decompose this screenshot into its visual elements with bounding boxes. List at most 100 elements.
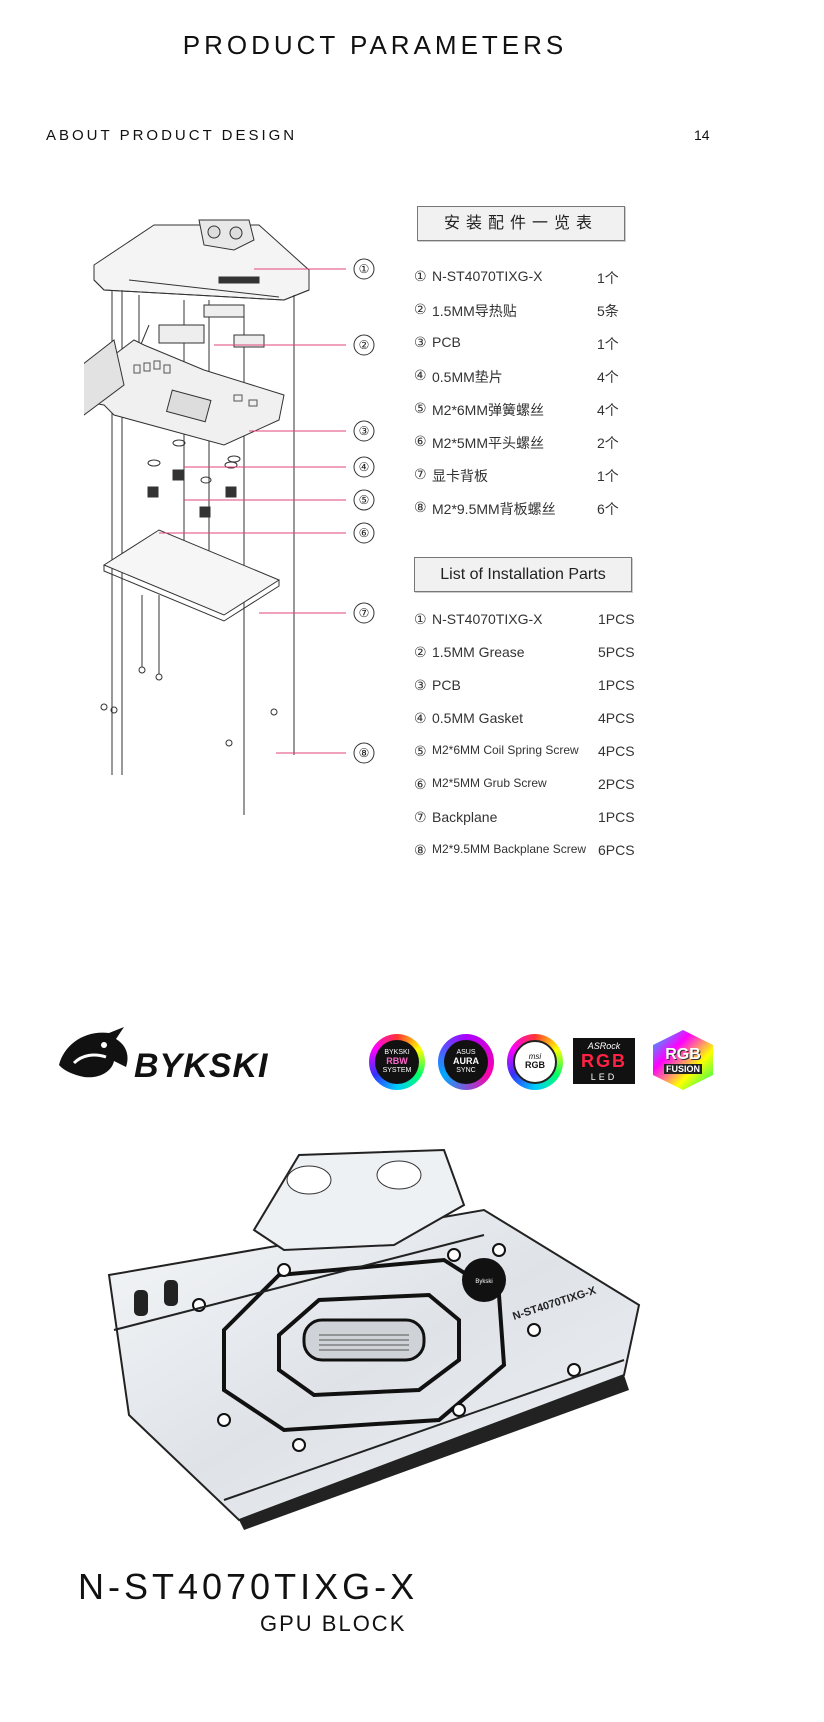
aura-badge-line3: SYNC bbox=[456, 1066, 476, 1074]
parts-en-row: ④ 0.5MM Gasket 4PCS bbox=[414, 710, 635, 727]
parts-list-cn-header: 安装配件一览表 bbox=[417, 206, 625, 241]
aura-badge-line2: AURA bbox=[453, 1056, 479, 1067]
parts-cn-qty: 1个 bbox=[597, 336, 619, 352]
callout-label-7: ⑦ bbox=[359, 606, 370, 620]
callout-label-5: ⑤ bbox=[359, 493, 370, 507]
dragon-icon bbox=[59, 1027, 128, 1078]
callout-1 bbox=[353, 258, 375, 280]
parts-cn-row: ④ 0.5MM垫片 4个 bbox=[414, 367, 619, 387]
parts-en-row: ① N-ST4070TIXG-X 1PCS bbox=[414, 611, 635, 628]
parts-cn-row: ⑦ 显卡背板 1个 bbox=[414, 466, 619, 486]
bykski-logo: BYKSKI bbox=[54, 1025, 269, 1087]
parts-en-num: ④ bbox=[414, 710, 427, 726]
parts-cn-label: M2*6MM弹簧螺丝 bbox=[432, 402, 545, 418]
parts-en-label: N-ST4070TIXG-X bbox=[432, 611, 543, 627]
callout-5 bbox=[353, 489, 375, 511]
gpu-block-drawing: Bykski N-ST4070TIXG-X bbox=[107, 1148, 641, 1530]
callout-label-3: ③ bbox=[359, 424, 370, 438]
parts-cn-qty: 2个 bbox=[597, 435, 619, 451]
rbw-system-badge: BYKSKI RBW SYSTEM bbox=[369, 1034, 425, 1090]
parts-cn-label: PCB bbox=[432, 334, 461, 350]
parts-cn-num: ⑧ bbox=[414, 499, 427, 515]
msi-badge-line1: msi bbox=[528, 1051, 542, 1061]
parts-cn-label: 0.5MM垫片 bbox=[432, 369, 503, 385]
parts-en-label: M2*6MM Coil Spring Screw bbox=[432, 743, 579, 757]
parts-cn-num: ② bbox=[414, 301, 427, 317]
svg-text:Bykski: Bykski bbox=[475, 1279, 492, 1285]
fusion-badge-line2: FUSION bbox=[663, 1064, 702, 1074]
parts-en-row: ② 1.5MM Grease 5PCS bbox=[414, 644, 635, 661]
rbw-badge-line1: BYKSKI bbox=[384, 1049, 410, 1057]
rgb-fusion-badge: RGB FUSION bbox=[653, 1030, 713, 1090]
callout-label-6: ⑥ bbox=[359, 526, 370, 540]
parts-cn-num: ⑦ bbox=[414, 466, 427, 482]
parts-cn-qty: 5条 bbox=[597, 303, 619, 319]
parts-en-num: ② bbox=[414, 644, 427, 660]
gpu-block-image: Bykski N-ST4070TIXG-X bbox=[104, 1130, 664, 1530]
product-model: N-ST4070TIXG-X bbox=[78, 1566, 419, 1607]
callout-label-1: ① bbox=[359, 262, 370, 276]
parts-en-num: ⑤ bbox=[414, 743, 427, 759]
parts-cn-label: N-ST4070TIXG-X bbox=[432, 268, 543, 284]
parts-en-qty: 1PCS bbox=[598, 809, 635, 825]
parts-cn-label: 显卡背板 bbox=[432, 468, 488, 484]
parts-cn-qty: 1个 bbox=[597, 270, 619, 286]
parts-en-qty: 5PCS bbox=[598, 644, 635, 660]
parts-cn-num: ① bbox=[414, 268, 427, 284]
callout-7 bbox=[353, 602, 375, 624]
parts-cn-row: ⑧ M2*9.5MM背板螺丝 6个 bbox=[414, 499, 619, 519]
callout-label-4: ④ bbox=[359, 460, 370, 474]
aura-badge-line1: ASUS bbox=[456, 1049, 476, 1057]
exploded-diagram: ① ② ③ ④ ⑤ ⑥ ⑦ ⑧ bbox=[68, 215, 404, 840]
parts-cn-qty: 4个 bbox=[597, 369, 619, 385]
parts-en-label: M2*5MM Grub Screw bbox=[432, 776, 547, 790]
asus-aura-badge: ASUS AURA SYNC bbox=[438, 1034, 494, 1090]
callout-4 bbox=[353, 456, 375, 478]
parts-list-en-header: List of Installation Parts bbox=[414, 557, 632, 592]
parts-en-num: ⑥ bbox=[414, 776, 427, 792]
asrock-badge-line2: RGB bbox=[581, 1050, 627, 1071]
asrock-badge-line1: ASRock bbox=[587, 1040, 621, 1051]
parts-en-label: 1.5MM Grease bbox=[432, 644, 525, 660]
parts-en-label: PCB bbox=[432, 677, 461, 693]
product-type: GPU BLOCK bbox=[260, 1611, 407, 1636]
page-number: 14 bbox=[694, 127, 710, 143]
section-subtitle: ABOUT PRODUCT DESIGN bbox=[46, 127, 298, 144]
parts-cn-label: M2*9.5MM背板螺丝 bbox=[432, 501, 556, 517]
parts-cn-num: ⑥ bbox=[414, 433, 427, 449]
parts-en-row: ③ PCB 1PCS bbox=[414, 677, 635, 694]
fusion-badge-line1: RGB bbox=[665, 1046, 701, 1063]
parts-en-qty: 4PCS bbox=[598, 710, 635, 726]
callout-3 bbox=[353, 420, 375, 442]
parts-cn-row: ⑤ M2*6MM弹簧螺丝 4个 bbox=[414, 400, 619, 420]
parts-cn-qty: 4个 bbox=[597, 402, 619, 418]
parts-cn-num: ⑤ bbox=[414, 400, 427, 416]
bykski-logo-text: BYKSKI bbox=[134, 1047, 269, 1085]
parts-cn-qty: 6个 bbox=[597, 501, 619, 517]
asrock-badge-line3: LED bbox=[590, 1071, 618, 1082]
parts-cn-qty: 1个 bbox=[597, 468, 619, 484]
callout-2 bbox=[353, 334, 375, 356]
callout-label-8: ⑧ bbox=[359, 746, 370, 760]
parts-en-qty: 2PCS bbox=[598, 776, 635, 792]
parts-en-qty: 6PCS bbox=[598, 842, 635, 858]
parts-en-num: ① bbox=[414, 611, 427, 627]
asrock-rgb-badge: ASRock RGB LED bbox=[573, 1038, 635, 1084]
parts-en-num: ③ bbox=[414, 677, 427, 693]
parts-cn-row: ③ PCB 1个 bbox=[414, 334, 619, 352]
parts-en-qty: 1PCS bbox=[598, 677, 635, 693]
exploded-diagram-drawing: ① ② ③ ④ ⑤ ⑥ ⑦ ⑧ bbox=[68, 219, 375, 815]
parts-en-qty: 4PCS bbox=[598, 743, 635, 759]
parts-cn-row: ① N-ST4070TIXG-X 1个 bbox=[414, 268, 619, 286]
parts-cn-label: 1.5MM导热贴 bbox=[432, 303, 517, 319]
rbw-badge-line2: RBW bbox=[386, 1056, 408, 1067]
parts-cn-label: M2*5MM平头螺丝 bbox=[432, 435, 545, 451]
parts-cn-row: ⑥ M2*5MM平头螺丝 2个 bbox=[414, 433, 619, 453]
parts-en-label: 0.5MM Gasket bbox=[432, 710, 524, 726]
msi-rgb-badge: msi RGB bbox=[507, 1034, 563, 1090]
parts-cn-num: ④ bbox=[414, 367, 427, 383]
parts-en-qty: 1PCS bbox=[598, 611, 635, 627]
parts-en-row: ⑦ Backplane 1PCS bbox=[414, 809, 635, 826]
parts-en-label: M2*9.5MM Backplane Screw bbox=[432, 842, 587, 856]
callout-6 bbox=[353, 522, 375, 544]
